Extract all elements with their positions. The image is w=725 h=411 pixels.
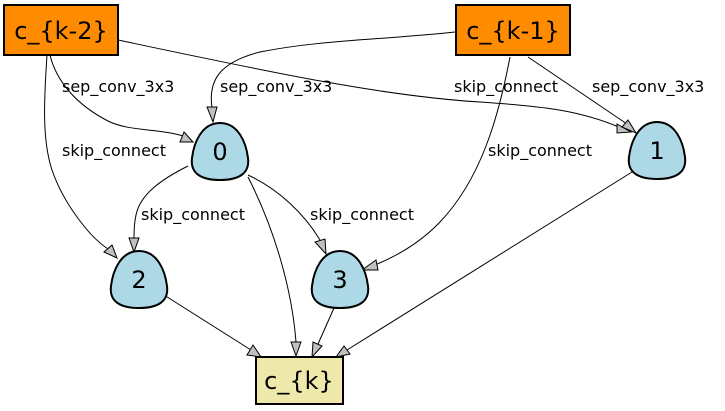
edge-n3-to-ck [311,307,335,359]
node-intermediate-2: 2 [109,249,169,310]
edge-label-n0-n3: skip_connect [310,205,414,225]
node-label-2: 2 [131,266,146,294]
edge-label-ck2-n0: sep_conv_3x3 [62,77,174,97]
node-label-ck: c_{k} [264,367,334,395]
edge-label-ck1-n3: skip_connect [488,141,592,161]
node-intermediate-0: 0 [190,121,250,182]
edge-n1-to-ck [334,171,633,358]
edge-ck1-to-n0 [206,31,456,124]
edge-n0-to-n3 [247,174,327,256]
node-input-ck1: c_{k-1} [455,4,571,56]
node-intermediate-1: 1 [627,120,687,181]
node-intermediate-3: 3 [310,249,370,310]
node-label-ck1: c_{k-1} [466,17,560,45]
edge-n0-to-n2 [128,165,189,254]
edge-label-ck2-n1: skip_connect [454,77,558,97]
edge-label-ck1-n0: sep_conv_3x3 [220,77,332,97]
node-label-0: 0 [212,138,227,166]
node-label-3: 3 [332,266,347,294]
node-output-ck: c_{k} [255,356,344,405]
edge-n0-to-ck [247,176,302,358]
edge-ck2-to-n2 [44,54,118,259]
edge-ck1-to-n1 [527,56,638,135]
edge-n2-to-ck [163,294,263,358]
node-label-ck2: c_{k-2} [14,17,108,45]
edge-ck2-to-n0 [49,54,195,143]
node-label-1: 1 [649,137,664,165]
edge-label-ck2-n2: skip_connect [62,141,166,161]
edge-label-n0-n2: skip_connect [141,205,245,225]
edge-ck1-to-n3 [360,56,511,271]
node-input-ck2: c_{k-2} [3,4,119,56]
edge-label-ck1-n1: sep_conv_3x3 [592,77,704,97]
